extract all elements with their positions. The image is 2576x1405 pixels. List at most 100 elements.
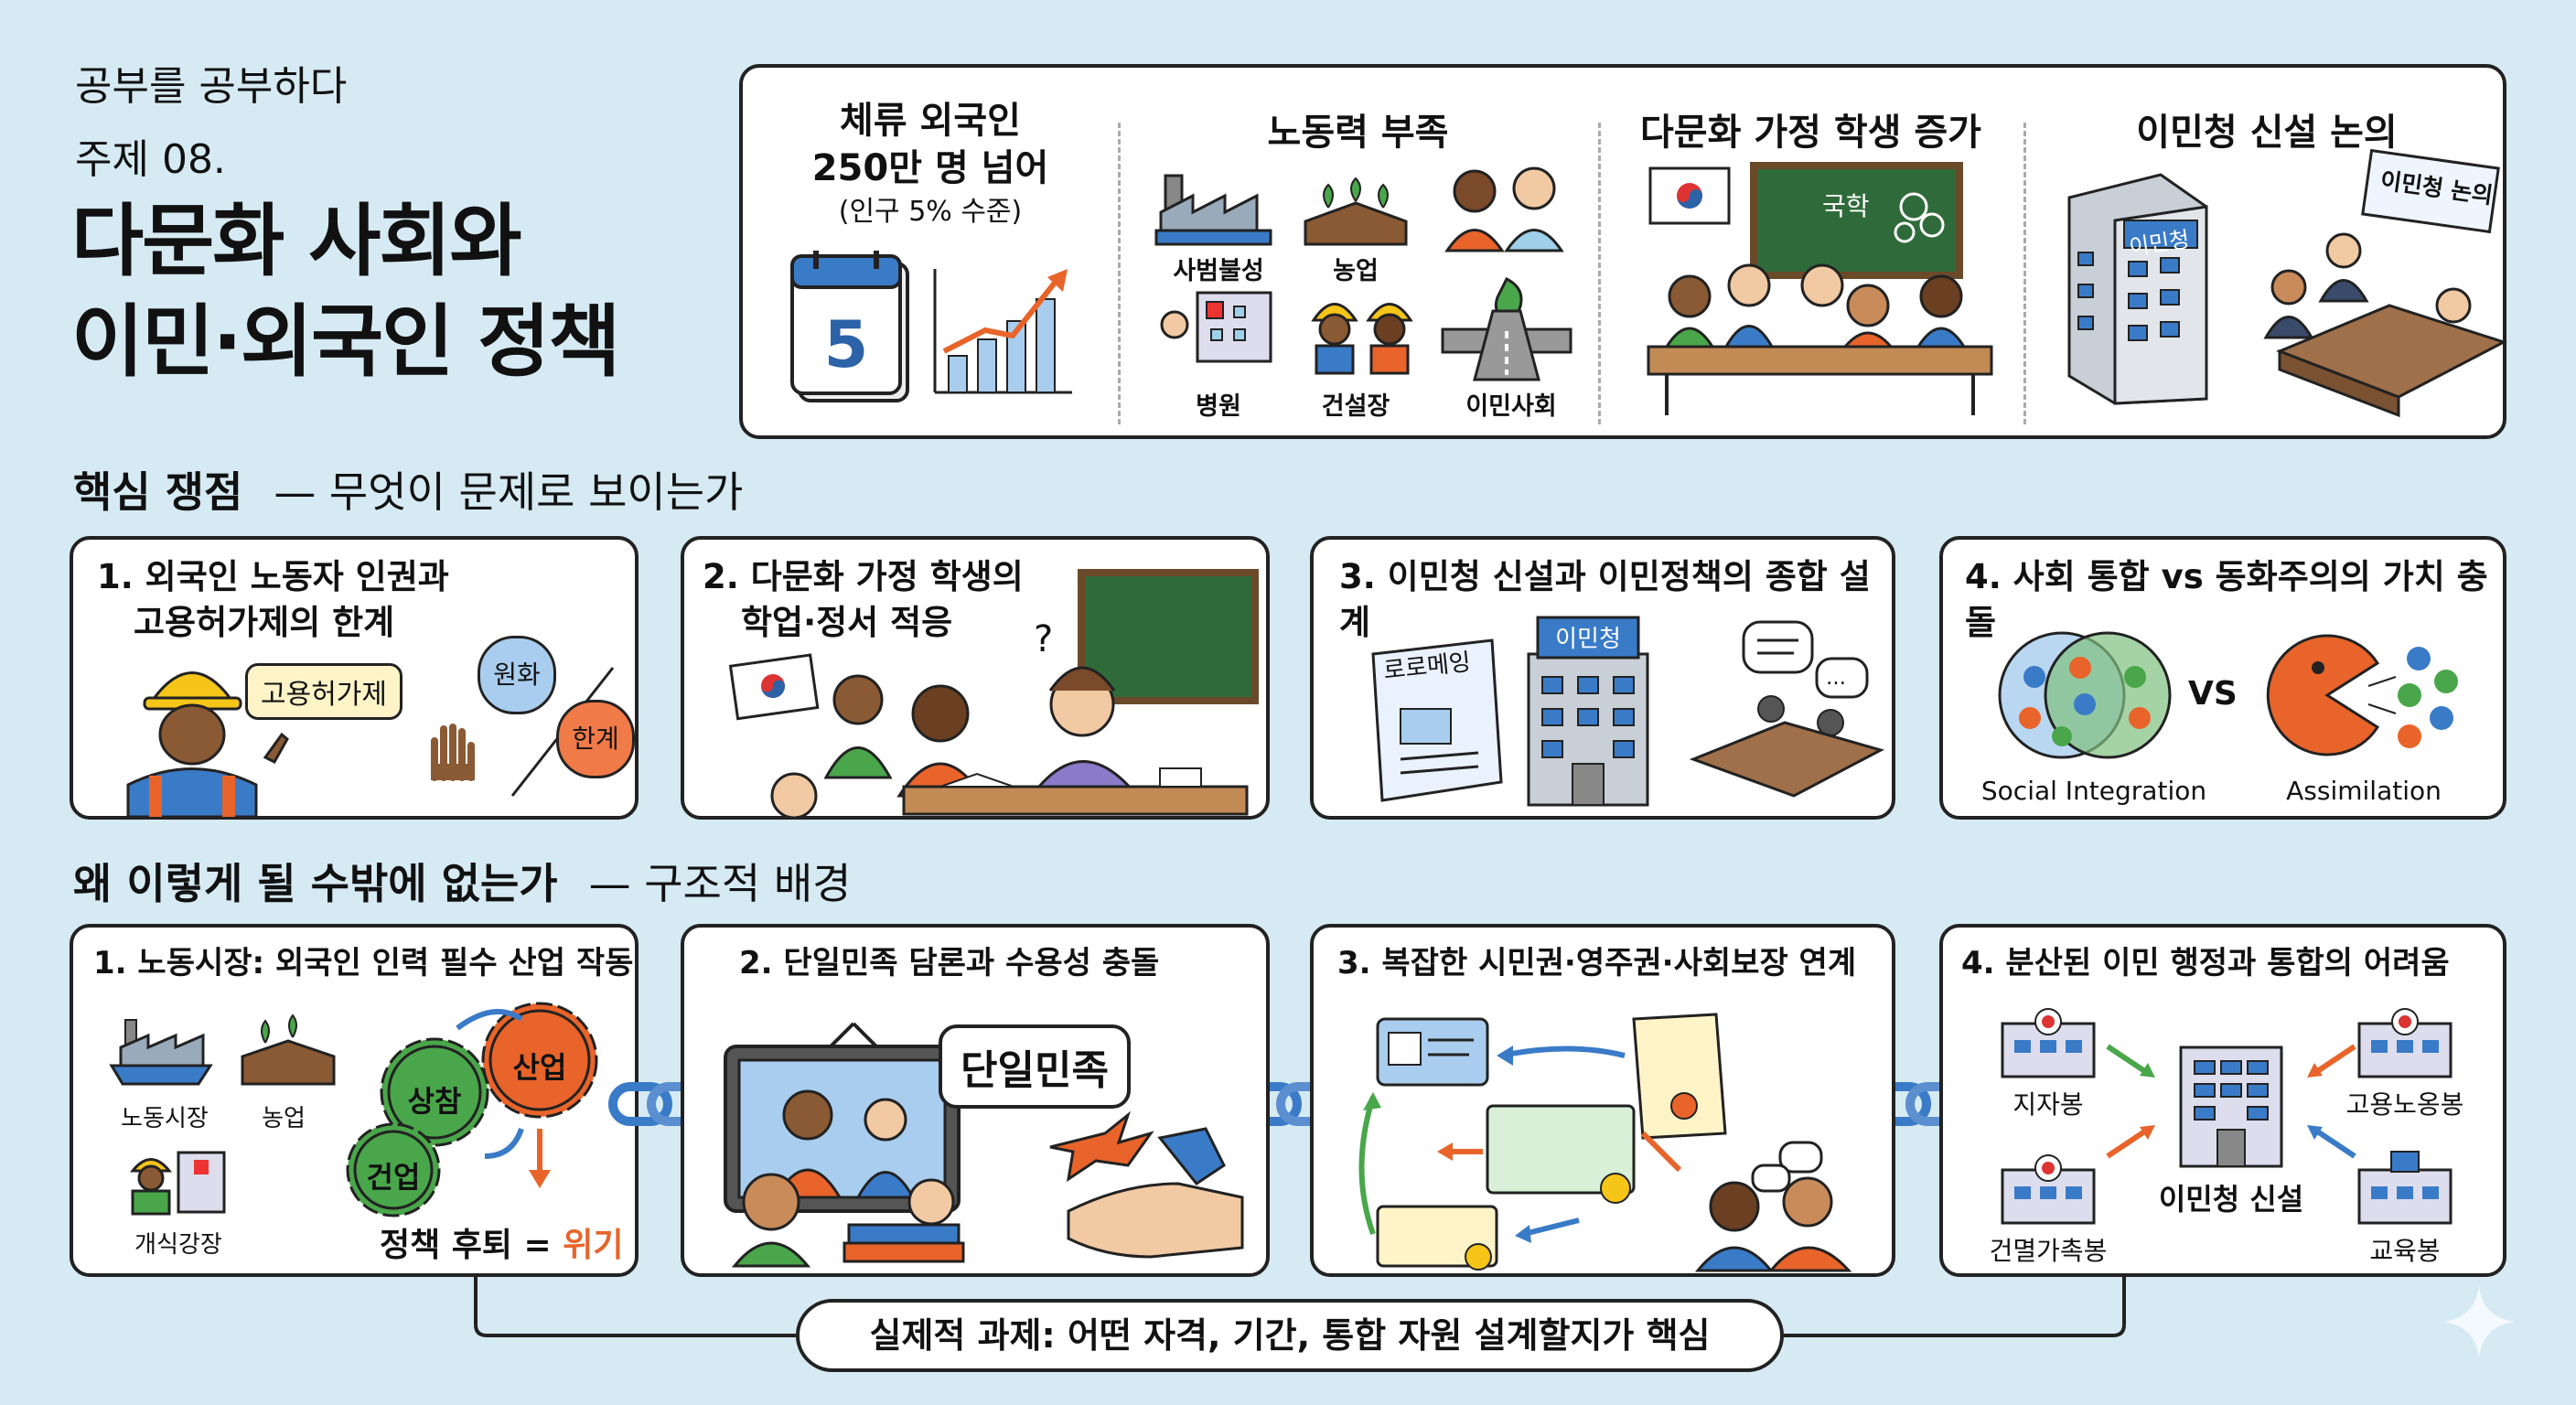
gear-label: 건업 <box>366 1160 421 1195</box>
issues-heading-sub: — 무엇이 문제로 보이는가 <box>274 467 744 517</box>
causes-heading-main: 왜 이렇게 될 수밖에 없는가 <box>73 859 558 908</box>
svg-text:…: … <box>1826 667 1846 690</box>
topic-label: 주제 08. <box>75 136 226 183</box>
trend-agency-title: 이민청 신설 논의 <box>2136 112 2398 154</box>
construction-workers-icon <box>1311 303 1413 375</box>
cause-card-2: 2. 단일민족 담론과 수용성 충돌 단일민족 <box>681 924 1270 1277</box>
page-title-line1: 다문화 사회와 <box>71 196 522 287</box>
social-integration-venn-icon <box>1998 631 2172 759</box>
factory-icon <box>1154 174 1272 246</box>
divider <box>1118 123 1121 424</box>
justice-ministry-building-icon <box>2001 1154 2096 1225</box>
cause-label: 개식강장 <box>134 1231 222 1259</box>
policy-retreat-label: 정책 후퇴 = <box>380 1227 552 1264</box>
sparkle-icon <box>2442 1285 2516 1358</box>
ministry-label: 건멸가촉봉 <box>1989 1236 2108 1266</box>
issue-card-title-line1: 3. 이민청 신설과 이민정책의 종합 설계 <box>1339 557 1871 642</box>
government-building-icon <box>2067 173 2208 405</box>
ministry-label: 지자봉 <box>2012 1089 2084 1120</box>
permit-speech-bubble: 고용허가제 <box>245 663 402 720</box>
cause-card-title: 1. 노동시장: 외국인 인력 필수 산업 작동 <box>93 945 634 981</box>
issue-card-title-line2: 고용허가제의 한계 <box>134 603 395 642</box>
ministry-label: 고용노옹봉 <box>2345 1089 2464 1120</box>
issue-card-title-line2: 학업·정서 적응 <box>741 603 953 642</box>
teacher-student-icon <box>770 666 1249 820</box>
issues-heading-main: 핵심 쟁점 <box>73 467 243 517</box>
agency-building-icon <box>1527 616 1649 807</box>
social-integration-label: Social Integration <box>1980 776 2207 806</box>
rising-bar-chart-icon <box>933 269 1072 394</box>
farm-icon <box>241 1014 336 1086</box>
summary-banner: 실제적 과제: 어떤 자격, 기간, 통합 자원 설계할지가 핵심 <box>796 1299 1784 1372</box>
korea-flag-icon <box>728 653 820 721</box>
citizenship-flow-icon <box>1358 1013 1852 1272</box>
labor-label: 건설장 <box>1321 392 1390 421</box>
chalkboard-icon <box>1078 569 1259 704</box>
causes-heading: 왜 이렇게 될 수밖에 없는가 — 구조적 배경 <box>73 851 851 911</box>
divider <box>1598 123 1601 424</box>
issue-card-3: 3. 이민청 신설과 이민정책의 종합 설계 로로메잉 이민청 … <box>1310 536 1895 820</box>
assimilation-label: Assimilation <box>2286 776 2442 806</box>
ministry-label: 교육봉 <box>2369 1236 2441 1266</box>
trend-title-line2: 250만 명 넘어 <box>811 147 1049 189</box>
status-badge-blue: 원화 <box>478 636 556 714</box>
cause-card-title: 4. 분산된 이민 행정과 통합의 어려움 <box>1961 945 2450 981</box>
cause-label: 농업 <box>262 1105 306 1132</box>
cause-card-title: 3. 복잡한 시민권·영주권·사회보장 연계 <box>1337 945 1857 981</box>
assimilation-pacman-icon <box>2266 634 2458 756</box>
causes-heading-sub: — 구조적 배경 <box>588 859 852 908</box>
labor-label: 농업 <box>1333 257 1379 285</box>
meeting-table-icon <box>2263 148 2507 418</box>
mono-ethnic-speech-bubble: 단일민족 <box>939 1024 1131 1109</box>
question-mark: ? <box>1034 618 1054 660</box>
discussion-table-icon: … <box>1689 620 1885 798</box>
trend-note: (인구 5% 수준) <box>838 196 1023 228</box>
trend-title-line1: 체류 외국인 <box>840 100 1021 142</box>
central-agency-building-icon <box>2179 1046 2283 1168</box>
building-sign: 이민청 <box>1555 626 1621 653</box>
labor-label: 이민사회 <box>1465 392 1557 421</box>
issues-heading: 핵심 쟁점 — 무엇이 문제로 보이는가 <box>73 459 743 520</box>
trends-panel: 체류 외국인 250만 명 넘어 (인구 5% 수준) 5 노동력 부족 사범불… <box>739 64 2507 439</box>
worker-pointing-icon <box>126 671 289 819</box>
education-ministry-building-icon <box>2357 1151 2453 1225</box>
issue-card-4: 4. 사회 통합 vs 동화주의의 가치 충돌 VS Social Integr… <box>1939 536 2506 820</box>
cause-card-4: 4. 분산된 이민 행정과 통합의 어려움 지자봉 고용노옹봉 건멸가촉봉 교육… <box>1939 924 2506 1277</box>
series-label: 공부를 공부하다 <box>75 63 348 110</box>
handshake-clash-icon <box>1049 1110 1244 1259</box>
labor-label: 병원 <box>1196 392 1241 421</box>
stop-hand-icon <box>431 724 475 781</box>
local-gov-building-icon <box>2001 1008 2096 1078</box>
cause-card-1: 1. 노동시장: 외국인 인력 필수 산업 작동 노동시장 농업 개식강장 상참… <box>70 924 639 1277</box>
cause-card-title: 2. 단일민족 담론과 수용성 충돌 <box>739 945 1160 981</box>
worker-hospital-icon <box>129 1151 226 1216</box>
farm-icon <box>1304 177 1408 246</box>
new-agency-label: 이민청 신설 <box>2158 1182 2304 1217</box>
board-text: 국학 <box>1822 191 1870 221</box>
issue-card-1: 1. 외국인 노동자 인권과 고용허가제의 한계 고용허가제 원화 한계 <box>70 536 639 820</box>
issue-card-title-line1: 1. 외국인 노동자 인권과 <box>97 557 449 596</box>
trend-labor-title: 노동력 부족 <box>1267 112 1449 154</box>
labor-ministry-building-icon <box>2357 1008 2453 1078</box>
tv-family-icon <box>724 1022 965 1268</box>
gear-label: 상참 <box>407 1084 462 1119</box>
agency-arrows-icon <box>2106 1044 2356 1159</box>
policy-retreat-text: 정책 후퇴 = 위기 <box>380 1218 624 1266</box>
students-table-icon <box>1647 263 1993 415</box>
trend-students-title: 다문화 가정 학생 증가 <box>1640 112 1981 154</box>
hospital-icon <box>1160 291 1272 363</box>
page-title-line2: 이민·외국인 정책 <box>71 296 620 388</box>
crossroads-map-icon <box>1441 276 1572 381</box>
labor-label: 사범불성 <box>1173 257 1264 285</box>
cause-card-3: 3. 복잡한 시민권·영주권·사회보장 연계 <box>1310 924 1895 1277</box>
gear-label: 산업 <box>512 1050 567 1085</box>
versus-label: VS <box>2188 675 2238 713</box>
status-badge-orange: 한계 <box>556 700 635 778</box>
document-scroll-icon <box>1371 638 1503 802</box>
trend-foreigners: 체류 외국인 250만 명 넘어 (인구 5% 수준) <box>743 97 1118 232</box>
calendar-number: 5 <box>823 307 869 382</box>
crisis-label: 위기 <box>563 1227 624 1264</box>
issue-card-title-line1: 2. 다문화 가정 학생의 <box>703 557 1024 596</box>
ship-factory-icon <box>109 1019 213 1086</box>
